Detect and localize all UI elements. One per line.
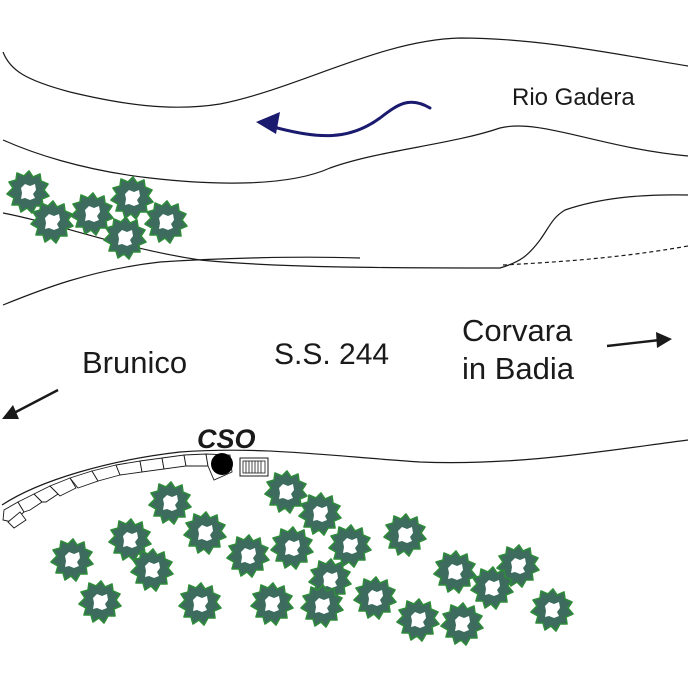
tree-icon [178,582,222,626]
tree-icon [226,534,270,578]
tree-icon [183,511,227,555]
tree-icon [30,200,74,244]
tree-icon [396,598,440,642]
tree-icon [353,576,397,620]
river-flow-arrow-icon [256,100,432,138]
tree-icon [264,470,308,514]
destination-brunico-label: Brunico [82,345,188,380]
tree-cluster-north [6,170,188,260]
cso-label: CSO [197,424,256,454]
tree-icon [270,526,314,570]
tree-icon [383,513,427,557]
tree-icon [298,492,342,536]
tree-icon [328,524,372,568]
tree-icon [440,602,484,646]
road-edge-north-dashed [502,245,689,266]
cso-point-icon [211,453,233,475]
tree-icon [250,582,294,626]
tree-icon [78,580,122,624]
destination-corvara-line2: in Badia [462,351,575,386]
tree-icon [103,216,147,260]
river-banks [2,37,689,184]
tree-icon [144,200,188,244]
destination-corvara-label: Corvara in Badia [462,312,574,388]
river-bank-south [2,125,689,184]
arrow-left-icon [2,388,59,419]
drain-grate-icon [239,457,269,477]
road-label: S.S. 244 [274,338,390,371]
river-label: Rio Gadera [512,84,635,111]
tree-cluster-south [50,470,574,646]
road-edge-south [1,439,689,506]
tree-icon [148,481,192,525]
tree-icon [530,588,574,632]
destination-corvara-line1: Corvara [462,313,573,348]
arrow-right-icon [606,332,672,348]
road-edge-middle [2,256,361,306]
tree-icon [50,538,94,582]
river-bank-north [2,37,689,108]
tree-icon [433,550,477,594]
